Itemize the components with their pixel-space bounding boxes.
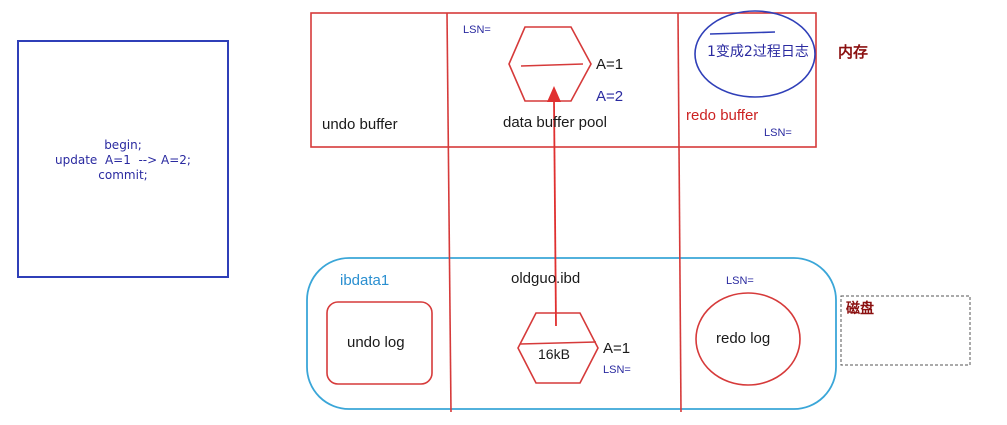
sql-statement-box: begin; update A=1 --> A=2; commit; [17,40,229,278]
disk-label: 磁盘 [846,300,874,316]
load-arrow-shaft [553,99,557,327]
buffer-page-hexagon [508,26,592,102]
redo-buffer-ellipse [694,10,816,98]
disk-page-size: 16kB [538,346,570,362]
load-arrow-head [547,86,561,102]
buffer-page-new-value: A=2 [596,88,624,105]
memory-label: 内存 [838,44,869,61]
divider-right [677,12,682,413]
redo-log-label: redo log [716,330,771,347]
redo-buffer-label: redo buffer [686,107,759,124]
sql-line-begin: begin; [104,138,142,152]
sql-line-commit: commit; [98,168,148,182]
data-buffer-pool-label: data buffer pool [503,114,607,131]
redo-log-lsn: LSN= [726,275,754,287]
undo-log-box [326,301,433,385]
memory-box [310,12,817,148]
sql-text: begin; update A=1 --> A=2; commit; [19,138,227,183]
divider-left [446,12,452,413]
disk-page-hexagon [517,312,599,384]
buffer-page-old-value: A=1 [596,56,624,73]
disk-page-lsn: LSN= [603,364,631,376]
buffer-pool-lsn: LSN= [463,24,491,36]
disk-label-box [840,295,971,366]
redo-buffer-note: 1变成2过程日志 [707,44,809,60]
undo-buffer-label: undo buffer [322,116,398,133]
undo-log-label: undo log [347,334,405,351]
sql-line-update: update A=1 --> A=2; [55,153,191,167]
disk-page-line [519,341,597,345]
ibdata-label: ibdata1 [340,272,390,289]
disk-box [306,257,837,410]
ibd-file-label: oldguo.ibd [511,270,581,287]
disk-page-value: A=1 [603,340,631,357]
redo-buffer-line [709,31,776,35]
redo-log-circle [695,292,801,386]
buffer-page-line [520,63,584,67]
redo-buffer-lsn: LSN= [764,127,792,139]
